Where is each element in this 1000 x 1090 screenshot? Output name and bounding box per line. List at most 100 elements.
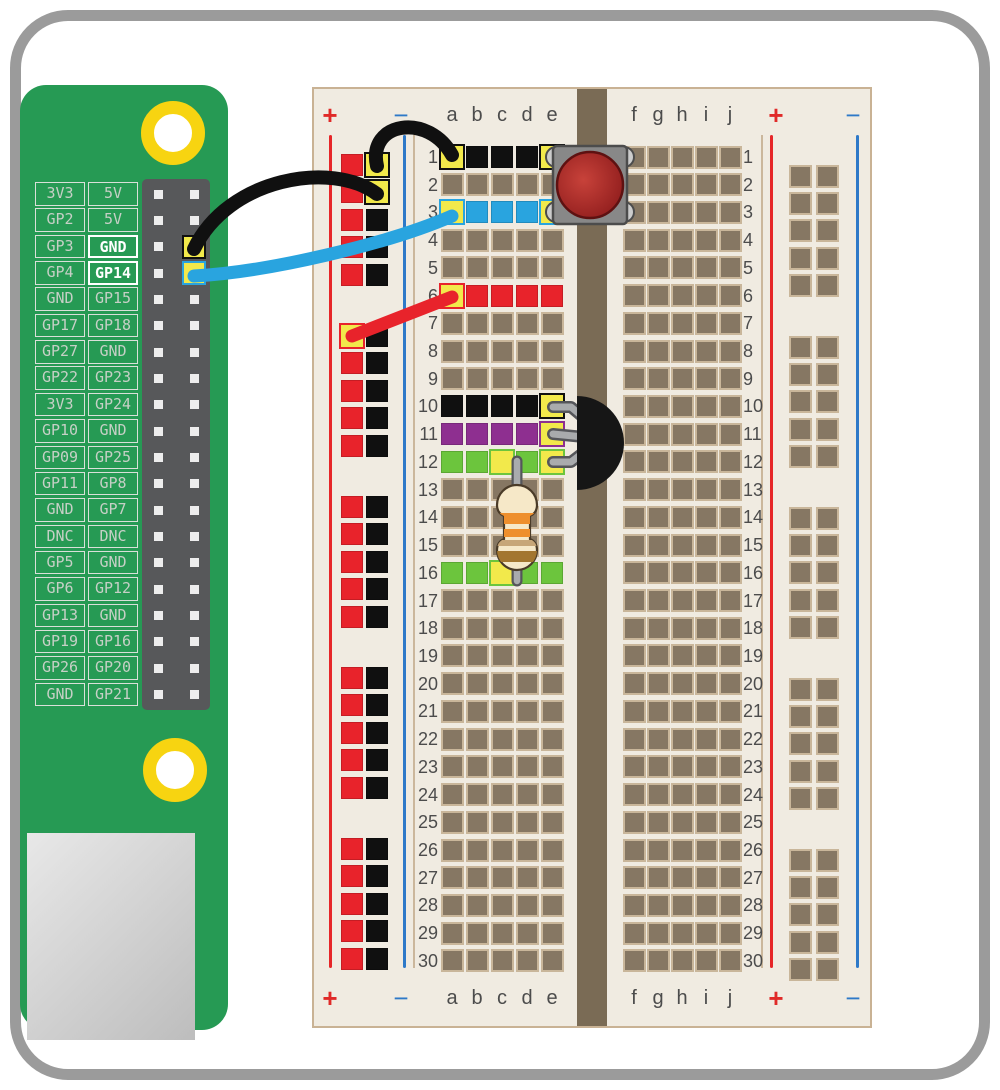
row-number-left: 14 [417, 507, 438, 528]
breadboard-hole-g15 [646, 533, 670, 557]
breadboard-hole-d12 [516, 450, 538, 473]
breadboard-hole-j15 [718, 533, 742, 557]
breadboard-hole-g25 [646, 810, 670, 834]
pi-pin-label-gp23: GP23 [88, 366, 138, 390]
rail-hole-right-plus [788, 506, 812, 530]
column-label-d-top: d [521, 104, 533, 126]
breadboard-hole-a22 [440, 727, 464, 751]
row-number-right: 24 [743, 784, 764, 805]
rail-hole-right-plus [788, 445, 812, 469]
row-number-right: 1 [743, 147, 754, 167]
breadboard-hole-d11 [516, 423, 538, 446]
breadboard-hole-j26 [718, 838, 742, 862]
breadboard-hole-d5 [515, 256, 539, 280]
pi-pin-label-gp09: GP09 [35, 445, 85, 469]
breadboard-hole-j18 [718, 616, 742, 640]
rail-line-left-plus [328, 135, 332, 968]
row-number-left: 25 [417, 812, 438, 833]
breadboard-hole-j2 [718, 173, 742, 197]
breadboard-hole-g4 [646, 228, 670, 252]
breadboard-hole-i6 [694, 284, 718, 308]
rail-hole-right-plus [788, 533, 812, 557]
breadboard-hole-f22 [622, 727, 646, 751]
breadboard-hole-f8 [622, 339, 646, 363]
breadboard-hole-j22 [718, 727, 742, 751]
breadboard-hole-h20 [670, 672, 694, 696]
breadboard-hole-j3 [718, 200, 742, 224]
column-label-b-top: b [471, 104, 483, 126]
pi-pin-label-5v: 5V [88, 208, 138, 232]
rail-hole-left-minus [366, 550, 388, 573]
gpio-pin-highlight-gnd [182, 234, 206, 259]
rail-hole-left-minus [364, 152, 390, 178]
rail-hole-right-minus [815, 561, 839, 585]
breadboard-hole-e26 [540, 838, 564, 862]
gpio-pin [153, 294, 163, 304]
breadboard-hole-g20 [646, 672, 670, 696]
row-number-left: 11 [419, 424, 438, 445]
breadboard-hole-g18 [646, 616, 670, 640]
breadboard-center-channel [577, 89, 607, 1026]
column-label-a-bottom: a [446, 987, 458, 1009]
breadboard-hole-a16 [441, 561, 463, 584]
row-number-left: 28 [417, 895, 438, 916]
breadboard-hole-f30 [622, 949, 646, 973]
rail-line-right-plus [769, 135, 773, 968]
breadboard-hole-g17 [646, 589, 670, 613]
breadboard-hole-c30 [490, 949, 514, 973]
pi-pin-label-5v: 5V [88, 182, 138, 206]
rail-hole-left-plus [341, 523, 363, 546]
breadboard-hole-c7 [490, 311, 514, 335]
pi-pin-label-gp10: GP10 [35, 419, 85, 443]
row-number-right: 22 [743, 729, 764, 750]
breadboard-hole-d29 [515, 921, 539, 945]
breadboard-hole-e15 [540, 533, 564, 557]
breadboard-hole-f18 [622, 616, 646, 640]
breadboard-hole-c27 [490, 866, 514, 890]
pi-pin-label-gnd: GND [88, 340, 138, 364]
pi-pin-label-gp6: GP6 [35, 577, 85, 601]
breadboard-hole-j23 [718, 755, 742, 779]
breadboard-hole-a13 [440, 478, 464, 502]
gpio-pin [189, 532, 199, 542]
rail-hole-left-minus [364, 179, 390, 206]
pi-pin-label-gp25: GP25 [88, 445, 138, 469]
row-number-left: 20 [417, 673, 438, 694]
gpio-pin [189, 453, 199, 462]
breadboard-hole-d1 [516, 146, 538, 168]
breadboard-hole-f19 [622, 644, 646, 668]
rail-minus-label-left-bottom: − [393, 983, 409, 1013]
breadboard-hole-a2 [440, 173, 464, 197]
breadboard-hole-a29 [440, 921, 464, 945]
rail-hole-right-plus [788, 191, 812, 215]
row-number-right: 16 [743, 562, 764, 583]
breadboard-hole-f10 [622, 394, 646, 418]
breadboard-hole-a7 [440, 311, 464, 335]
breadboard-hole-j4 [718, 228, 742, 252]
breadboard-hole-j21 [718, 699, 742, 723]
pi-pin-label-gnd: GND [88, 603, 138, 628]
rail-hole-right-plus [788, 875, 812, 899]
breadboard-hole-a25 [440, 810, 464, 834]
breadboard-hole-h6 [670, 284, 694, 308]
gpio-pin [189, 505, 199, 515]
breadboard-hole-d30 [515, 949, 539, 973]
breadboard-hole-c4 [490, 228, 514, 252]
breadboard-hole-e11 [539, 421, 565, 448]
breadboard-hole-i7 [694, 311, 718, 335]
breadboard-hole-b29 [465, 921, 489, 945]
gpio-pin [153, 426, 163, 436]
breadboard-hole-g9 [646, 367, 670, 391]
breadboard-hole-f12 [622, 450, 646, 474]
rail-hole-right-minus [815, 704, 839, 728]
rail-hole-left-plus [341, 920, 363, 943]
gpio-pin [189, 663, 199, 673]
column-label-g-bottom: g [652, 987, 664, 1009]
breadboard-hole-e10 [539, 393, 565, 420]
rail-hole-right-plus [788, 390, 812, 414]
breadboard-hole-f1 [622, 145, 646, 169]
pi-pin-label-gnd: GND [35, 287, 85, 311]
row-number-right: 29 [743, 923, 764, 944]
gpio-pin [189, 294, 199, 304]
row-number-right: 17 [743, 590, 764, 611]
